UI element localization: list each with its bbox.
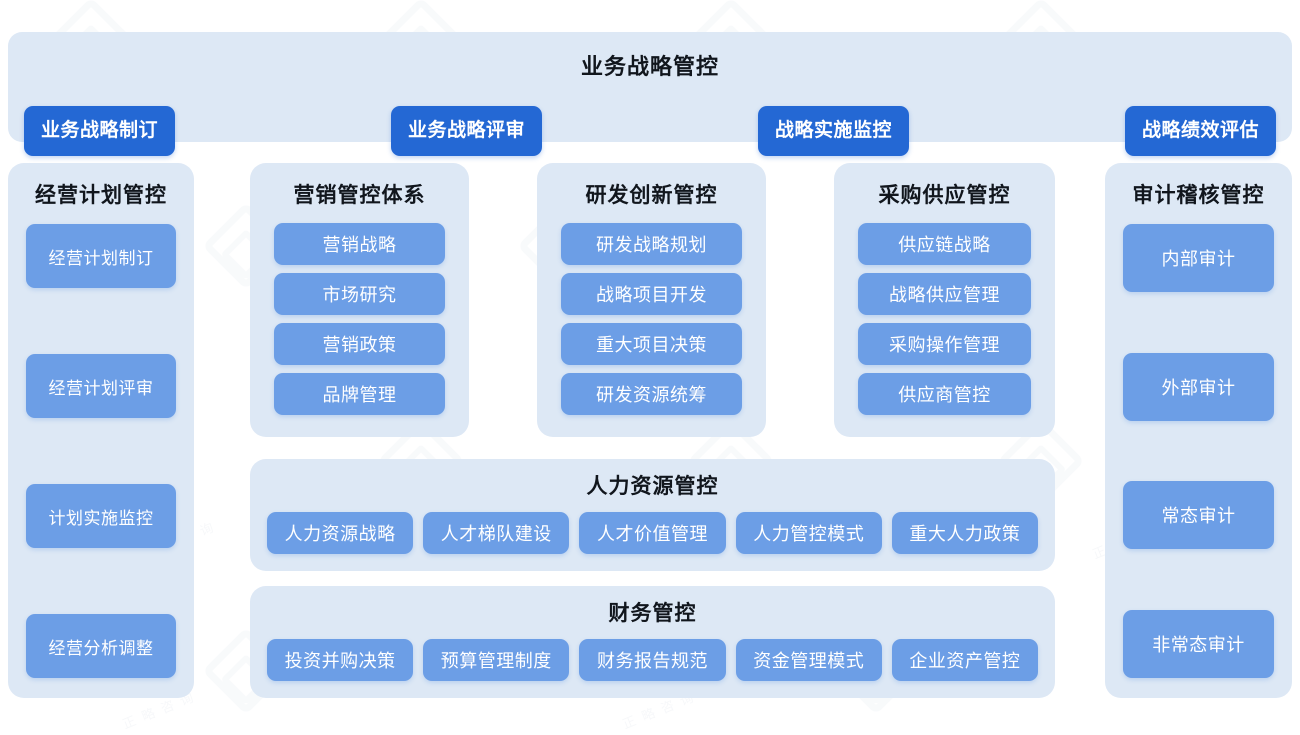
item-marketing-strategy[interactable]: 营销战略 bbox=[274, 223, 445, 265]
section-title-procurement-supply-control: 采购供应管控 bbox=[878, 184, 1011, 207]
business-strategy-button-row: 业务战略制订 业务战略评审 战略实施监控 战略绩效评估 bbox=[24, 106, 1276, 156]
section-title-financial-control: 财务管控 bbox=[608, 602, 697, 625]
item-strategic-supply-management[interactable]: 战略供应管理 bbox=[858, 273, 1031, 315]
section-title-rd-innovation-control: 研发创新管控 bbox=[585, 184, 718, 207]
button-business-strategy-review[interactable]: 业务战略评审 bbox=[390, 106, 542, 156]
item-hr-control-mode[interactable]: 人力管控模式 bbox=[735, 512, 882, 554]
item-procurement-operation-management[interactable]: 采购操作管理 bbox=[858, 323, 1031, 365]
finance-item-list: 投资并购决策 预算管理制度 财务报告规范 资金管理模式 企业资产管控 bbox=[267, 639, 1039, 681]
item-brand-management[interactable]: 品牌管理 bbox=[274, 373, 445, 415]
section-title-business-strategy: 业务战略管控 bbox=[580, 54, 719, 79]
item-marketing-policy[interactable]: 营销政策 bbox=[274, 323, 445, 365]
section-business-strategy: 业务战略管控 业务战略制订 业务战略评审 战略实施监控 战略绩效评估 bbox=[8, 32, 1292, 156]
item-enterprise-asset-control[interactable]: 企业资产管控 bbox=[891, 639, 1039, 681]
item-operating-analysis-adjustment[interactable]: 经营分析调整 bbox=[26, 614, 176, 678]
section-marketing-control-system: 营销管控体系 营销战略 市场研究 营销政策 品牌管理 bbox=[250, 163, 469, 437]
section-rd-innovation-control: 研发创新管控 研发战略规划 战略项目开发 重大项目决策 研发资源统筹 bbox=[537, 163, 766, 437]
item-major-hr-policy[interactable]: 重大人力政策 bbox=[891, 512, 1039, 554]
item-financial-reporting-standards[interactable]: 财务报告规范 bbox=[579, 639, 726, 681]
item-supply-chain-strategy[interactable]: 供应链战略 bbox=[858, 223, 1031, 265]
item-operating-plan-review[interactable]: 经营计划评审 bbox=[26, 354, 176, 418]
item-major-project-decision[interactable]: 重大项目决策 bbox=[561, 323, 742, 365]
item-internal-audit[interactable]: 内部审计 bbox=[1123, 224, 1274, 292]
section-human-resource-control: 人力资源管控 人力资源战略 人才梯队建设 人才价值管理 人力管控模式 重大人力政… bbox=[250, 459, 1055, 571]
item-hr-strategy[interactable]: 人力资源战略 bbox=[267, 512, 414, 554]
item-fund-management-mode[interactable]: 资金管理模式 bbox=[735, 639, 882, 681]
item-non-routine-audit[interactable]: 非常态审计 bbox=[1123, 609, 1274, 678]
section-financial-control: 财务管控 投资并购决策 预算管理制度 财务报告规范 资金管理模式 企业资产管控 bbox=[250, 586, 1055, 698]
item-talent-pipeline-building[interactable]: 人才梯队建设 bbox=[423, 512, 570, 554]
section-title-marketing-control-system: 营销管控体系 bbox=[293, 184, 426, 207]
item-strategic-project-development[interactable]: 战略项目开发 bbox=[561, 273, 742, 315]
procurement-item-list: 供应链战略 战略供应管理 采购操作管理 供应商管控 bbox=[858, 223, 1031, 415]
item-external-audit[interactable]: 外部审计 bbox=[1123, 352, 1274, 421]
item-rd-resource-coordination[interactable]: 研发资源统筹 bbox=[561, 373, 742, 415]
item-rd-strategic-planning[interactable]: 研发战略规划 bbox=[561, 223, 742, 265]
item-routine-audit[interactable]: 常态审计 bbox=[1123, 481, 1274, 550]
item-operating-plan-formulation[interactable]: 经营计划制订 bbox=[26, 224, 176, 288]
operating-plan-item-list: 经营计划制订 经营计划评审 计划实施监控 经营分析调整 bbox=[26, 224, 176, 678]
item-market-research[interactable]: 市场研究 bbox=[274, 273, 445, 315]
section-title-operating-plan-control: 经营计划管控 bbox=[35, 184, 167, 207]
hr-item-list: 人力资源战略 人才梯队建设 人才价值管理 人力管控模式 重大人力政策 bbox=[267, 512, 1039, 554]
item-talent-value-management[interactable]: 人才价值管理 bbox=[579, 512, 726, 554]
button-strategy-performance-evaluation[interactable]: 战略绩效评估 bbox=[1124, 106, 1276, 156]
section-operating-plan-control: 经营计划管控 经营计划制订 经营计划评审 计划实施监控 经营分析调整 bbox=[8, 163, 194, 698]
audit-item-list: 内部审计 外部审计 常态审计 非常态审计 bbox=[1123, 224, 1274, 678]
item-investment-ma-decision[interactable]: 投资并购决策 bbox=[267, 639, 414, 681]
item-budget-management-system[interactable]: 预算管理制度 bbox=[423, 639, 570, 681]
item-plan-implementation-monitoring[interactable]: 计划实施监控 bbox=[26, 484, 176, 548]
rd-item-list: 研发战略规划 战略项目开发 重大项目决策 研发资源统筹 bbox=[561, 223, 742, 415]
button-strategy-implementation-monitoring[interactable]: 战略实施监控 bbox=[757, 106, 909, 156]
item-supplier-control[interactable]: 供应商管控 bbox=[858, 373, 1031, 415]
section-title-audit-inspection-control: 审计稽核管控 bbox=[1132, 184, 1265, 207]
section-audit-inspection-control: 审计稽核管控 内部审计 外部审计 常态审计 非常态审计 bbox=[1105, 163, 1292, 698]
section-title-human-resource-control: 人力资源管控 bbox=[586, 475, 719, 498]
button-business-strategy-formulation[interactable]: 业务战略制订 bbox=[24, 106, 176, 156]
marketing-item-list: 营销战略 市场研究 营销政策 品牌管理 bbox=[274, 223, 445, 415]
section-procurement-supply-control: 采购供应管控 供应链战略 战略供应管理 采购操作管理 供应商管控 bbox=[834, 163, 1055, 437]
